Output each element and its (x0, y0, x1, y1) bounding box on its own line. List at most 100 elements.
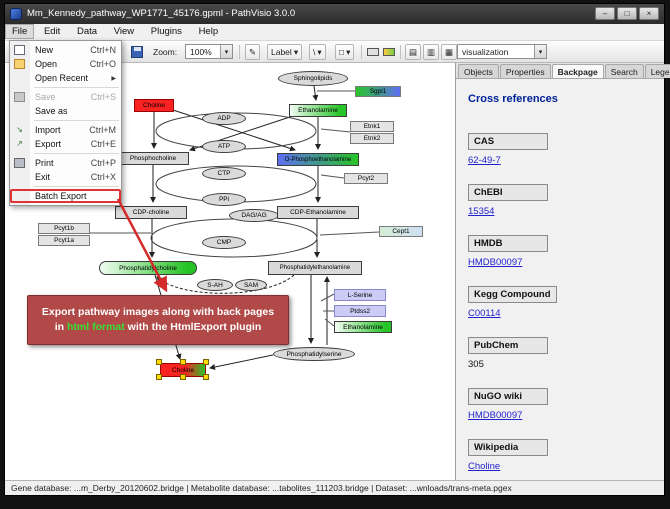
node-pcyt1a[interactable]: Pcyt1a (38, 235, 90, 246)
node-etnk2[interactable]: Etnk2 (350, 133, 394, 144)
line-tool-button[interactable]: \ ▾ (309, 44, 326, 60)
node-phosphatidylethanolamine[interactable]: Phosphatidylethanolamine (268, 261, 362, 275)
align-horizontal-icon: ▤ (409, 46, 418, 57)
menu-item-save-as[interactable]: Save as (35, 106, 68, 116)
zoom-combobox[interactable]: 100% ▾ (185, 44, 233, 59)
node-phosphatidylserine[interactable]: Phosphatidylserine (273, 347, 355, 361)
close-button[interactable]: × (639, 7, 659, 20)
tab-backpage[interactable]: Backpage (551, 64, 604, 78)
xref-section-pubchem: PubChem 305 (468, 335, 652, 370)
node-sam[interactable]: SAM (235, 279, 267, 291)
minimize-button[interactable]: – (595, 7, 615, 20)
save-icon[interactable] (131, 46, 143, 58)
node-l-serine[interactable]: L-Serine (334, 289, 386, 301)
line-icon: \ (313, 47, 316, 57)
node-s-ah[interactable]: S-AH (197, 279, 233, 291)
tab-objects[interactable]: Objects (458, 64, 499, 78)
node-sphingolipids[interactable]: Sphingolipids (278, 71, 348, 86)
chevron-down-icon: ▾ (317, 46, 322, 57)
label-tool-button[interactable]: Label ▾ (267, 44, 303, 60)
align-horizontal-button[interactable]: ▤ (405, 44, 422, 60)
menu-separator (34, 186, 119, 187)
menu-edit[interactable]: Edit (43, 26, 61, 37)
window-title: Mm_Kennedy_pathway_WP1771_45176.gpml - P… (27, 8, 296, 19)
align-vertical-icon: ▥ (427, 46, 436, 57)
backpage-content: Cross references CAS 62-49-7 ChEBI 15354… (456, 79, 664, 480)
chevron-down-icon[interactable]: ▾ (220, 45, 232, 58)
xref-link[interactable]: HMDB00097 (468, 410, 523, 421)
selection-handle[interactable] (203, 359, 209, 365)
xref-name: Wikipedia (468, 439, 548, 456)
menu-plugins[interactable]: Plugins (150, 26, 182, 37)
submenu-arrow-icon: ▶ (111, 75, 116, 82)
xref-section-kegg: Kegg Compound C00114 (468, 284, 652, 319)
node-ethanolamine-right[interactable]: Ethanolamine (334, 321, 392, 333)
selection-handle[interactable] (156, 359, 162, 365)
menu-view[interactable]: View (113, 26, 135, 37)
template-reaction-icon[interactable] (383, 48, 395, 56)
xref-link[interactable]: Choline (468, 461, 501, 472)
tab-legend[interactable]: Legend (644, 64, 670, 78)
node-adp[interactable]: ADP (202, 112, 246, 125)
shape-tool-button[interactable]: □ ▾ (335, 44, 355, 60)
selection-handle[interactable] (156, 374, 162, 380)
tab-search[interactable]: Search (604, 64, 644, 78)
node-cdp-ethanolamine[interactable]: CDP-Ethanolamine (277, 206, 359, 219)
menu-separator (34, 87, 119, 88)
node-atp[interactable]: ATP (202, 140, 246, 153)
node-cdp-choline[interactable]: CDP-choline (115, 206, 187, 219)
node-o-phosphoethanolamine[interactable]: O-Phosphoethanolamine (277, 153, 359, 166)
node-phosphatidylcholine[interactable]: Phosphatidylcholine (99, 261, 197, 275)
node-cmp[interactable]: CMP (202, 236, 246, 249)
selection-handle[interactable] (180, 359, 186, 365)
node-choline-top[interactable]: Choline (134, 99, 174, 112)
menu-item-batch-export[interactable]: Batch Export (10, 189, 121, 203)
menu-help[interactable]: Help (198, 26, 219, 37)
node-etnk1[interactable]: Etnk1 (350, 121, 394, 132)
node-phosphocholine[interactable]: Phosphocholine (117, 152, 189, 165)
node-ethanolamine-top[interactable]: Ethanolamine (289, 104, 347, 117)
xref-link[interactable]: 62-49-7 (468, 155, 501, 166)
toolbar: Zoom: 100% ▾ ✎ Label ▾ \ ▾ □ ▾ ▤ ▥ ▦ vis… (5, 41, 664, 63)
node-ctp[interactable]: CTP (202, 167, 246, 180)
selection-handle[interactable] (203, 374, 209, 380)
node-sgpl1[interactable]: Sgpl1 (355, 86, 401, 97)
menu-item-open-recent[interactable]: Open Recent▶ (35, 73, 116, 83)
selection-handle[interactable] (180, 374, 186, 380)
node-pcyt2[interactable]: Pcyt2 (344, 173, 388, 184)
node-pcyt1b[interactable]: Pcyt1b (38, 223, 90, 234)
zoom-label: Zoom: (153, 47, 178, 57)
menu-data[interactable]: Data (76, 26, 98, 37)
distribute-button[interactable]: ▦ (441, 44, 458, 60)
xref-link[interactable]: C00114 (468, 308, 501, 319)
xref-link[interactable]: HMDB00097 (468, 257, 523, 268)
tab-properties[interactable]: Properties (499, 64, 551, 78)
pencil-tool-button[interactable]: ✎ (245, 44, 261, 60)
import-icon: ↘ (16, 125, 23, 134)
maximize-button[interactable]: □ (617, 7, 637, 20)
pathway-canvas[interactable]: Sphingolipids Sgpl1 Choline Ethanolamine… (5, 63, 455, 480)
pencil-icon: ✎ (249, 46, 257, 57)
visualization-combobox[interactable]: visualization ▾ (457, 44, 547, 59)
zoom-value: 100% (190, 46, 212, 57)
node-cept1[interactable]: Cept1 (379, 226, 423, 237)
chevron-down-icon: ▾ (293, 46, 299, 57)
menu-file[interactable]: File (5, 24, 35, 39)
node-ptdss2[interactable]: Ptdss2 (334, 305, 386, 317)
menu-bar: File Edit Data View Plugins Help (5, 24, 664, 41)
align-vertical-button[interactable]: ▥ (423, 44, 440, 60)
node-ppi[interactable]: PPi (202, 193, 246, 206)
node-dag-ag[interactable]: DAG/AG (229, 209, 279, 222)
xref-name: Kegg Compound (468, 286, 557, 303)
xref-link[interactable]: 15354 (468, 206, 495, 217)
template-node-icon[interactable] (367, 48, 379, 56)
chevron-down-icon[interactable]: ▾ (534, 45, 546, 58)
